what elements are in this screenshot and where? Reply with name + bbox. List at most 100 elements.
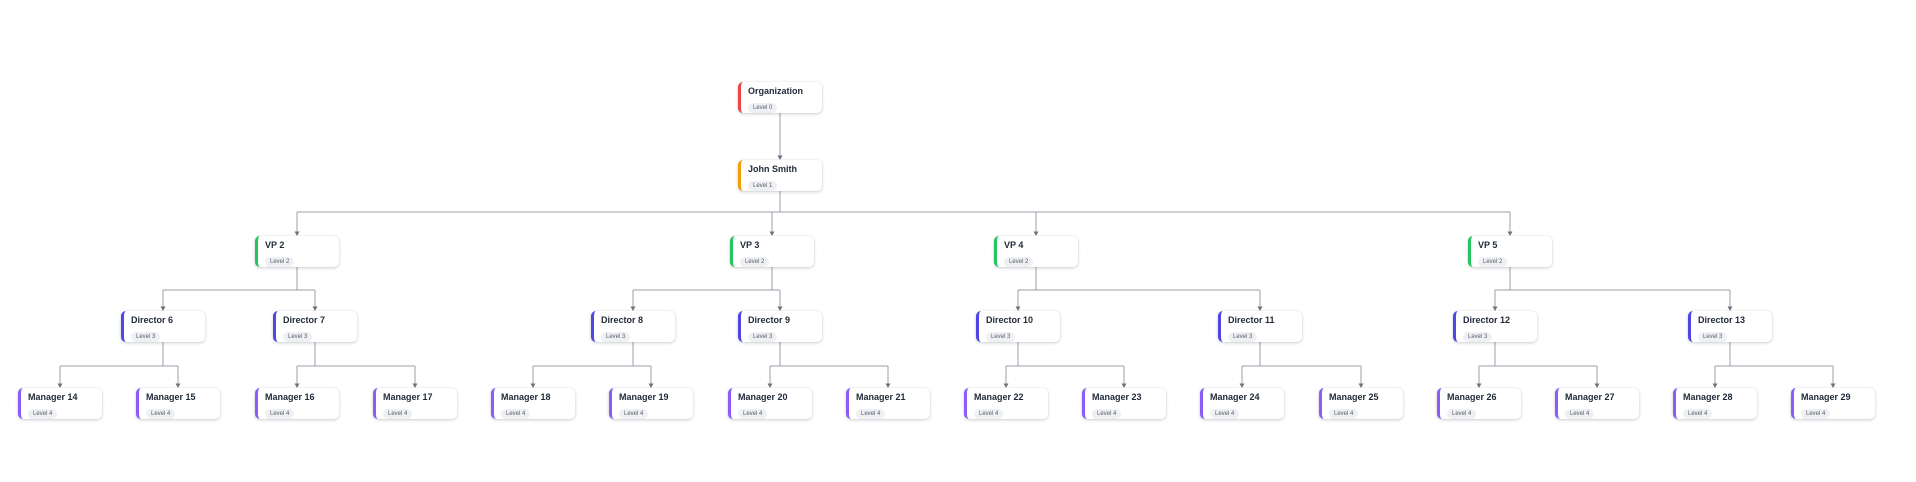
node-title: Director 10 <box>986 315 1034 325</box>
node-title: Manager 17 <box>383 392 433 402</box>
node-title: Organization <box>748 86 804 96</box>
connector-arrow <box>1507 231 1513 236</box>
node-title: Manager 15 <box>146 392 196 402</box>
node-level-badge: Level 4 <box>1329 409 1359 420</box>
node-title: Manager 29 <box>1801 392 1851 402</box>
org-node-manager-26[interactable]: Manager 26 Level 4 <box>1437 388 1521 420</box>
org-node-director-8[interactable]: Director 8 Level 3 <box>591 311 675 343</box>
node-level-badge: Level 4 <box>28 409 58 420</box>
connector-arrow <box>777 306 783 311</box>
org-node-manager-25[interactable]: Manager 25 Level 4 <box>1319 388 1403 420</box>
org-node-john-smith[interactable]: John Smith Level 1 <box>738 160 822 192</box>
org-node-organization[interactable]: Organization Level 0 <box>738 82 822 114</box>
node-title: Manager 27 <box>1565 392 1615 402</box>
connector-arrow <box>885 383 891 388</box>
connector-arrow <box>777 155 783 160</box>
node-level-badge: Level 4 <box>856 409 886 420</box>
node-level-badge: Level 1 <box>748 181 778 192</box>
node-title: John Smith <box>748 164 797 174</box>
node-level-badge: Level 4 <box>1565 409 1595 420</box>
org-node-manager-22[interactable]: Manager 22 Level 4 <box>964 388 1048 420</box>
node-level-badge: Level 2 <box>265 257 295 268</box>
org-node-manager-27[interactable]: Manager 27 Level 4 <box>1555 388 1639 420</box>
org-node-manager-28[interactable]: Manager 28 Level 4 <box>1673 388 1757 420</box>
org-node-vp-5[interactable]: VP 5 Level 2 <box>1468 236 1552 268</box>
org-node-director-9[interactable]: Director 9 Level 3 <box>738 311 822 343</box>
org-node-director-10[interactable]: Director 10 Level 3 <box>976 311 1060 343</box>
node-title: VP 5 <box>1478 240 1498 250</box>
org-node-manager-17[interactable]: Manager 17 Level 4 <box>373 388 457 420</box>
node-level-badge: Level 3 <box>131 332 161 343</box>
node-level-badge: Level 2 <box>740 257 770 268</box>
connector-arrow <box>1033 231 1039 236</box>
connector-arrow <box>412 383 418 388</box>
connector-arrow <box>1003 383 1009 388</box>
node-level-badge: Level 4 <box>974 409 1004 420</box>
node-level-badge: Level 3 <box>748 332 778 343</box>
node-title: Director 11 <box>1228 315 1275 325</box>
node-title: VP 4 <box>1004 240 1024 250</box>
node-level-badge: Level 4 <box>738 409 768 420</box>
node-level-badge: Level 4 <box>146 409 176 420</box>
org-node-director-7[interactable]: Director 7 Level 3 <box>273 311 357 343</box>
org-node-manager-18[interactable]: Manager 18 Level 4 <box>491 388 575 420</box>
org-node-manager-21[interactable]: Manager 21 Level 4 <box>846 388 930 420</box>
node-title: VP 3 <box>740 240 760 250</box>
node-level-badge: Level 3 <box>601 332 631 343</box>
node-title: Manager 19 <box>619 392 669 402</box>
org-node-vp-3[interactable]: VP 3 Level 2 <box>730 236 814 268</box>
org-node-manager-20[interactable]: Manager 20 Level 4 <box>728 388 812 420</box>
org-node-director-13[interactable]: Director 13 Level 3 <box>1688 311 1772 343</box>
org-node-director-12[interactable]: Director 12 Level 3 <box>1453 311 1537 343</box>
node-level-badge: Level 4 <box>501 409 531 420</box>
node-level-badge: Level 4 <box>1801 409 1831 420</box>
connector-arrow <box>630 306 636 311</box>
org-node-director-11[interactable]: Director 11 Level 3 <box>1218 311 1302 343</box>
node-title: Manager 21 <box>856 392 906 402</box>
connector-arrow <box>1121 383 1127 388</box>
node-level-badge: Level 4 <box>1683 409 1713 420</box>
connector-arrow <box>648 383 654 388</box>
node-title: Manager 25 <box>1329 392 1379 402</box>
node-title: VP 2 <box>265 240 285 250</box>
connector-arrow <box>175 383 181 388</box>
org-node-vp-2[interactable]: VP 2 Level 2 <box>255 236 339 268</box>
connector-arrow <box>294 383 300 388</box>
node-title: Manager 24 <box>1210 392 1260 402</box>
connector-arrow <box>1594 383 1600 388</box>
connector-arrow <box>767 383 773 388</box>
org-node-manager-29[interactable]: Manager 29 Level 4 <box>1791 388 1875 420</box>
connector-arrow <box>294 231 300 236</box>
node-title: Manager 16 <box>265 392 315 402</box>
node-title: Manager 28 <box>1683 392 1733 402</box>
connector-arrow <box>1239 383 1245 388</box>
node-level-badge: Level 4 <box>1210 409 1240 420</box>
org-node-manager-19[interactable]: Manager 19 Level 4 <box>609 388 693 420</box>
connector-arrow <box>312 306 318 311</box>
connector-arrow <box>1712 383 1718 388</box>
org-node-manager-23[interactable]: Manager 23 Level 4 <box>1082 388 1166 420</box>
node-title: Director 9 <box>748 315 791 325</box>
org-node-manager-24[interactable]: Manager 24 Level 4 <box>1200 388 1284 420</box>
node-level-badge: Level 2 <box>1478 257 1508 268</box>
node-title: Director 7 <box>283 315 326 325</box>
org-node-manager-16[interactable]: Manager 16 Level 4 <box>255 388 339 420</box>
connector-arrow <box>1257 306 1263 311</box>
org-node-manager-15[interactable]: Manager 15 Level 4 <box>136 388 220 420</box>
org-node-manager-14[interactable]: Manager 14 Level 4 <box>18 388 102 420</box>
node-level-badge: Level 4 <box>383 409 413 420</box>
node-title: Director 6 <box>131 315 174 325</box>
node-title: Manager 26 <box>1447 392 1497 402</box>
connector-arrow <box>160 306 166 311</box>
connector-arrow <box>1358 383 1364 388</box>
node-level-badge: Level 4 <box>265 409 295 420</box>
node-title: Manager 20 <box>738 392 788 402</box>
connector-arrow <box>1015 306 1021 311</box>
node-level-badge: Level 3 <box>1698 332 1728 343</box>
connector-arrow <box>57 383 63 388</box>
org-node-director-6[interactable]: Director 6 Level 3 <box>121 311 205 343</box>
node-level-badge: Level 4 <box>619 409 649 420</box>
org-node-vp-4[interactable]: VP 4 Level 2 <box>994 236 1078 268</box>
